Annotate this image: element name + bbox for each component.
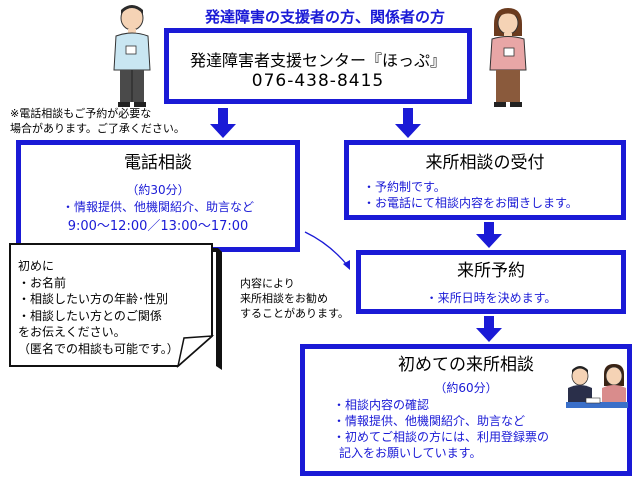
memo-line: をお伝えください。 bbox=[18, 325, 126, 339]
first-visit-line: ・情報提供、他機関紹介、助言など bbox=[333, 414, 526, 428]
center-phone: 076-438-8415 bbox=[251, 71, 385, 91]
first-visit-box: 初めての来所相談 （約60分） ・相談内容の確認 ・情報提供、他機関紹介、助言な… bbox=[300, 344, 632, 476]
side-note-line: することがあります。 bbox=[240, 307, 349, 320]
arrow-to-phone-consult-head bbox=[210, 124, 236, 138]
visit-reservation-line: ・来所日時を決めます。 bbox=[425, 291, 557, 305]
first-visit-line: ・初めてご相談の方には、利用登録票の bbox=[333, 430, 550, 444]
first-visit-line: ・相談内容の確認 bbox=[333, 398, 430, 412]
side-note: 内容により 来所相談をお勧め することがあります。 bbox=[240, 276, 349, 321]
arrow-to-first-visit-head bbox=[476, 328, 502, 342]
arrow-to-visit-reception-head bbox=[395, 124, 421, 138]
side-note-line: 内容により bbox=[240, 277, 295, 290]
phone-consult-title: 電話相談 bbox=[124, 153, 192, 173]
arrow-to-first-visit bbox=[484, 316, 494, 328]
visit-reception-box: 来所相談の受付 ・予約制です。 ・お電話にて相談内容をお聞きします。 bbox=[344, 140, 626, 220]
center-box: 発達障害者支援センター『ほっぷ』 076-438-8415 bbox=[164, 28, 472, 104]
memo-line: ・相談したい方とのご関係 bbox=[18, 308, 162, 323]
phone-consult-box: 電話相談 （約30分） ・情報提供、他機関紹介、助言など 9:00～12:00／… bbox=[16, 140, 300, 252]
visit-reception-title: 来所相談の受付 bbox=[425, 153, 545, 173]
arrow-to-reservation-head bbox=[476, 234, 502, 248]
visit-reception-line: ・お電話にて相談内容をお聞きします。 bbox=[363, 196, 578, 210]
first-visit-duration: （約60分） bbox=[434, 381, 498, 395]
first-visit-line: 記入をお願いしています。 bbox=[339, 446, 482, 460]
arrow-to-reservation bbox=[484, 222, 494, 234]
memo-text: 初めに ・お名前 ・相談したい方の年齢･性別 ・相談したい方とのご関係 をお伝え… bbox=[18, 258, 179, 357]
phone-consult-line: ・情報提供、他機関紹介、助言など bbox=[61, 200, 254, 214]
phone-consult-duration: （約30分） bbox=[126, 183, 190, 197]
memo-line: ・相談したい方の年齢･性別 bbox=[18, 292, 169, 306]
arrow-to-visit-reception bbox=[403, 108, 413, 124]
phone-consult-hours: 9:00～12:00／13:00～17:00 bbox=[67, 219, 249, 234]
phone-note-line: 場合があります。ご了承ください。 bbox=[10, 122, 185, 135]
phone-note-line: ※電話相談もご予約が必要な bbox=[10, 107, 152, 120]
visit-reception-line: ・予約制です。 bbox=[363, 180, 446, 194]
arrow-to-phone-consult bbox=[218, 108, 228, 124]
memo-line: 初めに bbox=[18, 259, 55, 273]
curved-arrow-phone-to-reservation bbox=[304, 231, 349, 267]
first-visit-title: 初めての来所相談 bbox=[398, 355, 534, 375]
center-name: 発達障害者支援センター『ほっぷ』 bbox=[189, 51, 446, 70]
memo-line: （匿名での相談も可能です。） bbox=[18, 341, 179, 356]
side-note-line: 来所相談をお勧め bbox=[240, 292, 328, 305]
header-title: 発達障害の支援者の方、関係者の方 bbox=[204, 8, 445, 26]
visit-reservation-box: 来所予約 ・来所日時を決めます。 bbox=[356, 250, 626, 314]
visit-reservation-title: 来所予約 bbox=[457, 261, 525, 281]
phone-note: ※電話相談もご予約が必要な 場合があります。ご了承ください。 bbox=[10, 106, 185, 136]
memo-line: ・お名前 bbox=[18, 275, 67, 290]
